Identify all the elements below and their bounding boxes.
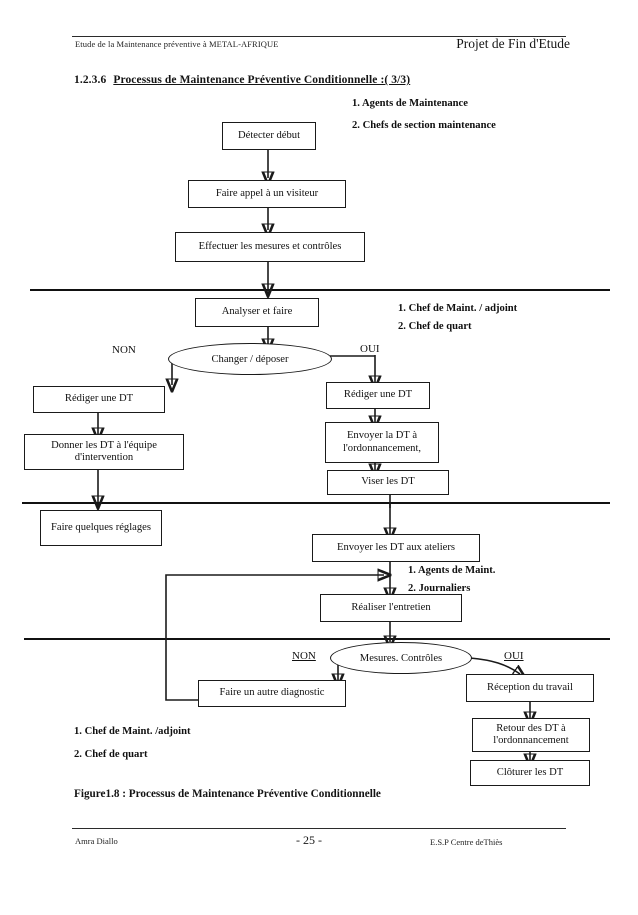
section-heading: 1.2.3.6 Processus de Maintenance Préventi… — [74, 74, 410, 86]
node-retour-dt-ordonnancement[interactable]: Retour des DT à l'ordonnancement — [472, 718, 590, 752]
node-analyser-et-faire[interactable]: Analyser et faire — [195, 298, 319, 327]
lane-divider-2 — [22, 502, 610, 504]
node-realiser-entretien[interactable]: Réaliser l'entretien — [320, 594, 462, 622]
role-lane1-item-1: 1. Agents de Maintenance — [352, 98, 468, 109]
section-number: 1.2.3.6 — [74, 74, 107, 86]
lane-divider-1 — [30, 289, 610, 291]
node-changer-deposer[interactable]: Changer / déposer — [168, 343, 332, 375]
node-rediger-une-dt-non[interactable]: Rédiger une DT — [33, 386, 165, 413]
section-title: Processus de Maintenance Préventive Cond… — [113, 74, 411, 86]
node-envoyer-dt-ateliers[interactable]: Envoyer les DT aux ateliers — [312, 534, 480, 562]
header-left-text: Etude de la Maintenance préventive à MET… — [75, 39, 279, 49]
role-lane1-item-2: 2. Chefs de section maintenance — [352, 120, 496, 131]
header-rule — [72, 36, 566, 37]
node-mesures-controles[interactable]: Mesures. Contrôles — [330, 642, 472, 674]
node-faire-autre-diagnostic[interactable]: Faire un autre diagnostic — [198, 680, 346, 707]
branch-label-changer-oui: OUI — [360, 343, 380, 355]
role-lane4-item-1: 1. Chef de Maint. /adjoint — [74, 726, 191, 737]
node-cloturer-dt[interactable]: Clôturer les DT — [470, 760, 590, 786]
node-detecter-debut[interactable]: Détecter début — [222, 122, 316, 150]
header-right-text: Projet de Fin d'Etude — [456, 36, 570, 51]
role-lane4-item-2: 2. Chef de quart — [74, 749, 148, 760]
role-lane3-item-2: 2. Journaliers — [408, 583, 471, 594]
role-lane2-item-1: 1. Chef de Maint. / adjoint — [398, 303, 518, 314]
node-faire-quelques-reglages[interactable]: Faire quelques réglages — [40, 510, 162, 546]
lane-divider-3 — [24, 638, 610, 640]
node-effectuer-mesures-controles[interactable]: Effectuer les mesures et contrôles — [175, 232, 365, 262]
node-envoyer-dt-ordonnancement[interactable]: Envoyer la DT à l'ordonnancement, — [325, 422, 439, 463]
footer-page-number: - 25 - — [296, 833, 322, 847]
node-faire-appel-visiteur[interactable]: Faire appel à un visiteur — [188, 180, 346, 208]
role-lane2-item-2: 2. Chef de quart — [398, 321, 472, 332]
node-rediger-une-dt-oui[interactable]: Rédiger une DT — [326, 382, 430, 409]
node-donner-dt-equipe[interactable]: Donner les DT à l'équipe d'intervention — [24, 434, 184, 470]
figure-caption: Figure1.8 : Processus de Maintenance Pré… — [74, 788, 381, 800]
footer-institution: E.S.P Centre deThiès — [430, 837, 503, 847]
footer-author: Amra Diallo — [75, 836, 118, 846]
branch-label-controle-oui: OUI — [504, 650, 524, 662]
node-reception-travail[interactable]: Réception du travail — [466, 674, 594, 702]
node-viser-les-dt[interactable]: Viser les DT — [327, 470, 449, 495]
role-lane3-item-1: 1. Agents de Maint. — [408, 565, 496, 576]
branch-label-controle-non: NON — [292, 650, 316, 662]
footer-rule — [72, 828, 566, 829]
branch-label-changer-non: NON — [112, 344, 136, 356]
